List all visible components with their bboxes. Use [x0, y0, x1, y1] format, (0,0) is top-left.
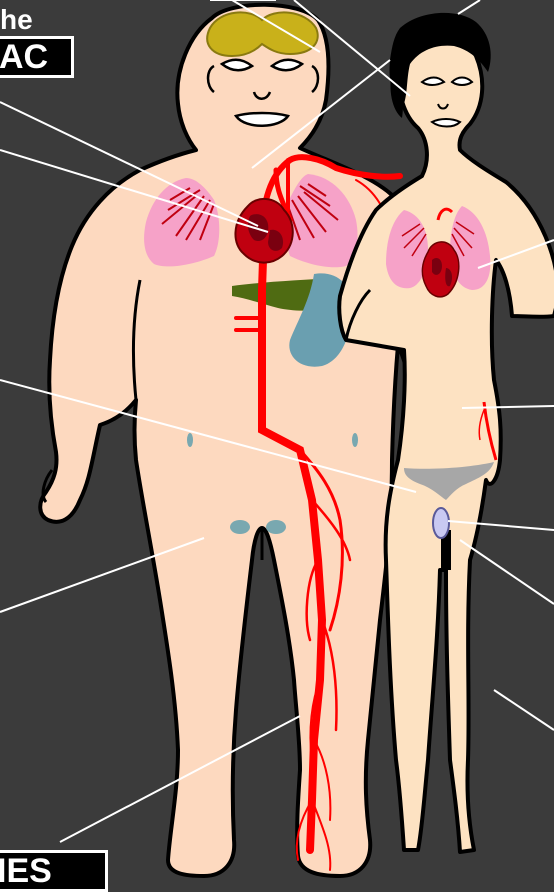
leader-female-leg-1 — [460, 540, 554, 604]
male-left-kidney — [187, 433, 193, 447]
leader-female-leg-2 — [494, 690, 554, 730]
label-box-bottom: IES — [0, 850, 108, 892]
label-box-top: AC — [0, 36, 74, 78]
bladder — [433, 508, 449, 538]
title-fragment: he — [0, 6, 33, 34]
male-right-kidney — [352, 433, 358, 447]
male-right-testis — [266, 520, 286, 534]
leader-female-head — [458, 0, 480, 14]
male-left-testis — [230, 520, 250, 534]
